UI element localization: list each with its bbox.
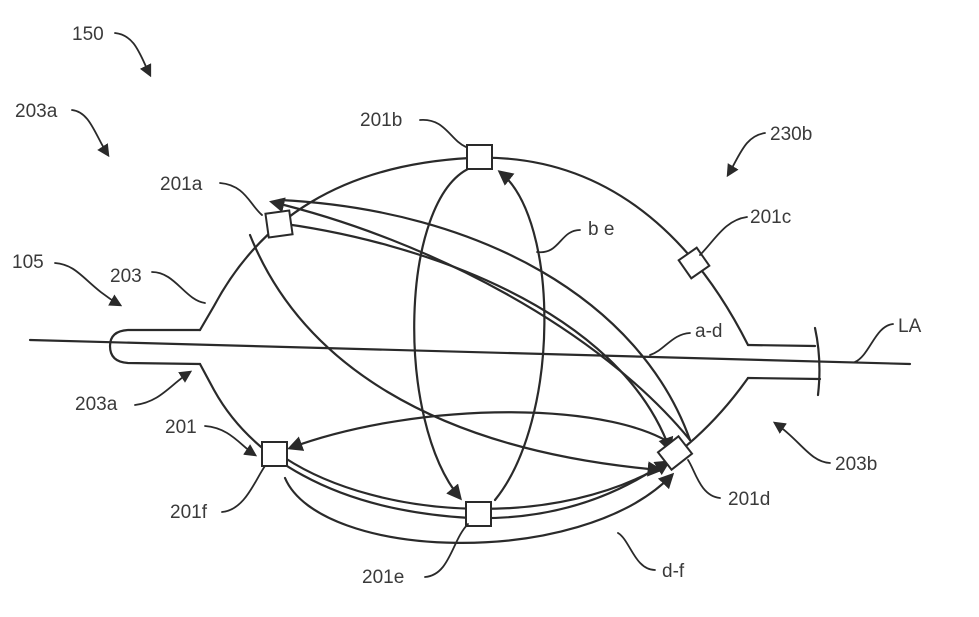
- leader-201d: [687, 459, 721, 499]
- conduction-path-b-e: [413, 166, 472, 501]
- label-150: 150: [72, 24, 104, 45]
- label-203: 203: [110, 266, 142, 287]
- leader-b-e: [536, 229, 581, 253]
- leader-201e: [424, 523, 469, 578]
- leader-LA: [854, 323, 894, 363]
- leader-203: [151, 271, 206, 304]
- label-d-f: d-f: [662, 561, 685, 582]
- leader-201c: [699, 216, 748, 256]
- leader-150: [114, 32, 152, 78]
- conduction-path-e-b: [493, 170, 546, 502]
- leader-203a-bottom: [134, 370, 193, 406]
- leader-a-d: [649, 332, 691, 356]
- label-LA: LA: [898, 316, 922, 337]
- leader-201a: [219, 182, 263, 216]
- label-201f: 201f: [170, 502, 208, 523]
- distal-collar: [813, 326, 821, 397]
- label-201d: 201d: [728, 489, 770, 510]
- label-b-e: b e: [588, 219, 614, 240]
- conduction-path-d-f: [287, 411, 682, 452]
- balloon-upper-outline: [198, 156, 750, 347]
- electrode-201a: [264, 209, 294, 239]
- electrode-201d: [656, 434, 694, 472]
- leader-105: [54, 262, 123, 307]
- electrode-201c: [677, 246, 711, 280]
- leader-201b: [419, 119, 467, 148]
- label-203a-top: 203a: [15, 101, 58, 122]
- leader-230b: [726, 132, 766, 178]
- distal-neck: [746, 376, 822, 381]
- conduction-path-a-d: [268, 220, 674, 453]
- label-105: 105: [12, 252, 44, 273]
- label-203b: 203b: [835, 454, 877, 475]
- label-a-d: a-d: [695, 321, 722, 342]
- leader-201: [204, 425, 258, 457]
- conduction-path-d-a: [278, 198, 692, 442]
- label-230b: 230b: [770, 124, 812, 145]
- label-201e: 201e: [362, 567, 404, 588]
- conduction-path-top-arrow: [269, 197, 692, 442]
- label-201c: 201c: [750, 207, 791, 228]
- catheter-shaft: [28, 338, 912, 366]
- leader-201f: [221, 465, 266, 513]
- proximal-neck: [108, 328, 202, 366]
- leader-203a-top: [71, 109, 110, 158]
- leader-203b: [772, 421, 831, 464]
- electrode-201f: [261, 441, 288, 467]
- leader-d-f: [617, 532, 656, 571]
- label-201a: 201a: [160, 174, 203, 195]
- label-201: 201: [165, 417, 197, 438]
- conduction-path-a-d-return: [248, 233, 664, 477]
- conduction-path-d-f-outer: [283, 472, 675, 544]
- distal-neck: [746, 343, 817, 348]
- label-201b: 201b: [360, 110, 402, 131]
- label-203a-bottom: 203a: [75, 394, 118, 415]
- electrode-201e: [465, 501, 492, 527]
- electrode-201b: [466, 144, 493, 170]
